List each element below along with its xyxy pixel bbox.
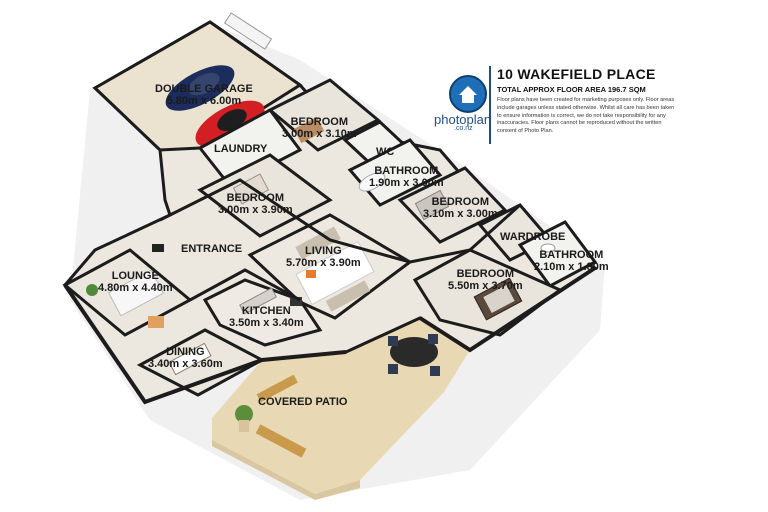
divider-line xyxy=(489,66,491,144)
room-label-entrance: ENTRANCE xyxy=(181,243,243,255)
property-info: 10 WAKEFIELD PLACE TOTAL APPROX FLOOR AR… xyxy=(489,66,687,144)
kitchen-floor xyxy=(202,278,323,347)
dining-table xyxy=(168,342,212,376)
patio-chair-3 xyxy=(388,364,398,374)
patio-bench-1 xyxy=(256,374,298,403)
room-label-laundry: LAUNDRY xyxy=(214,143,268,155)
room-label-wc: WC xyxy=(376,146,395,158)
exterior-wall-south xyxy=(63,283,347,405)
disclaimer-text: Floor plans have been created for market… xyxy=(497,97,675,135)
floor-area: TOTAL APPROX FLOOR AREA 196.7 SQM xyxy=(497,85,646,94)
bathtub-mid xyxy=(358,172,386,192)
patio-plant xyxy=(235,405,253,423)
patio-table xyxy=(390,337,438,367)
patio-chair-1 xyxy=(388,336,398,346)
patio-plant-pot xyxy=(239,420,249,432)
sofa-living-2 xyxy=(325,280,371,312)
interior-wall-2 xyxy=(189,268,301,302)
bed-top xyxy=(293,116,325,144)
ottoman-orange xyxy=(306,270,316,278)
room-label-patio: COVERED PATIO xyxy=(258,396,348,408)
kitchen-island xyxy=(239,287,277,315)
brand-name: photoplan xyxy=(434,112,492,127)
interior-wall-1 xyxy=(159,178,411,264)
property-address: 10 WAKEFIELD PLACE xyxy=(497,66,656,82)
room-label-wardrobe: WARDROBE xyxy=(500,231,566,243)
bed-right xyxy=(414,189,450,221)
ensuite-floor xyxy=(517,220,598,288)
living-rug xyxy=(295,240,375,306)
lounge-plant xyxy=(86,284,98,296)
bed-master-linen xyxy=(483,284,515,314)
patio-chair-4 xyxy=(430,366,440,376)
photoplan-brand: photoplan .co.nz xyxy=(434,112,492,132)
patio-chair-2 xyxy=(428,334,438,344)
exterior-wall-east xyxy=(418,266,597,353)
lounge-chair xyxy=(148,316,164,328)
lounge-tv xyxy=(152,244,164,252)
brand-domain: .co.nz xyxy=(454,125,473,132)
basin-ensuite xyxy=(540,243,556,253)
garage-door xyxy=(223,12,273,50)
laundry-floor xyxy=(197,108,303,188)
sofa-living xyxy=(295,226,341,260)
patio-bench-2 xyxy=(255,424,307,458)
lounge-rug xyxy=(108,269,164,317)
bedroom-right-floor xyxy=(397,166,508,244)
house-icon xyxy=(449,75,487,113)
kitchen-stove xyxy=(290,297,302,306)
navy-car-roof xyxy=(188,72,220,96)
interior-wall-3 xyxy=(409,203,522,264)
